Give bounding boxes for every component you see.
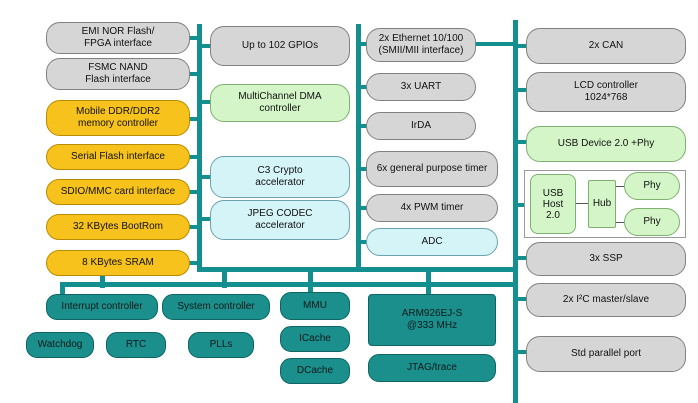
sram-block: 8 KBytes SRAM [46,250,190,276]
bootrom-block: 32 KBytes BootRom [46,214,190,240]
bus-vertical-left [197,24,202,272]
bus-vertical-center [356,24,361,272]
stub-r1 [473,42,517,46]
bus-horizontal-bottom [60,282,518,287]
bus-drop-4 [426,272,431,294]
hub-phy2-link [616,222,624,223]
phy-block-1: Phy [624,172,680,200]
stub-l3 [189,117,201,121]
stub-r8 [517,350,527,354]
plls-block: PLLs [188,332,254,358]
stub-r7 [517,297,527,301]
stub-cl4 [201,217,211,221]
stub-l6 [189,225,201,229]
timer-block: 6x general purpose timer [366,151,498,187]
cpu-block: ARM926EJ-S @333 MHz [368,294,496,346]
stub-cl2 [201,100,211,104]
bus-vertical-right [513,20,518,403]
dcache-block: DCache [280,358,350,384]
stub-r6 [517,256,527,260]
stub-cr5 [360,206,368,210]
ssp-block: 3x SSP [526,242,686,276]
bus-drop-3 [308,272,313,292]
mobile-ddr-block: Mobile DDR/DDR2 memory controller [46,100,190,136]
system-controller-block: System controller [162,294,270,320]
stub-cr4 [360,167,368,171]
bus-drop-2 [222,272,227,288]
rtc-block: RTC [106,332,166,358]
stub-cl3 [201,175,211,179]
stub-r4 [517,140,527,144]
icache-block: ICache [280,326,350,352]
phy-block-2: Phy [624,208,680,236]
ethernet-block: 2x Ethernet 10/100 (SMII/MII interface) [366,28,476,62]
hub-phy1-link [616,186,624,187]
jpeg-block: JPEG CODEC accelerator [210,200,350,240]
usb-host-hub-link [576,203,588,204]
stub-l2 [189,72,201,76]
fsmc-nand-block: FSMC NAND Flash interface [46,58,190,90]
stub-r5 [517,203,527,207]
hub-block: Hub [588,180,616,228]
bus-drop-1 [100,272,105,288]
can-block: 2x CAN [526,28,686,64]
emi-nor-block: EMI NOR Flash/ FPGA interface [46,22,190,54]
stub-l7 [189,261,201,265]
mmu-block: MMU [280,292,350,320]
dma-block: MultiChannel DMA controller [210,84,350,122]
parallel-port-block: Std parallel port [526,336,686,372]
stub-l5 [189,190,201,194]
stub-cl1 [201,44,211,48]
jtag-trace-block: JTAG/trace [368,354,496,382]
irda-block: IrDA [366,112,476,140]
usb-host-block: USB Host 2.0 [530,174,576,234]
i2c-block: 2x I²C master/slave [526,283,686,317]
stub-r2 [517,44,527,48]
interrupt-controller-block: Interrupt controller [46,294,158,320]
pwm-block: 4x PWM timer [366,194,498,222]
serial-flash-block: Serial Flash interface [46,144,190,170]
watchdog-block: Watchdog [26,332,94,358]
uart-block: 3x UART [366,73,476,101]
stub-cr3 [360,124,368,128]
stub-cr6 [360,240,368,244]
stub-cr1 [360,42,368,46]
bus-horizontal-main [197,267,518,272]
bus-drop-5 [60,282,65,296]
usb-device-block: USB Device 2.0 +Phy [526,126,686,162]
stub-l4 [189,155,201,159]
stub-l1 [189,36,201,40]
adc-block: ADC [366,228,498,256]
sdio-mmc-block: SDIO/MMC card interface [46,179,190,205]
stub-cr2 [360,85,368,89]
stub-r3 [517,88,527,92]
crypto-block: C3 Crypto accelerator [210,156,350,198]
gpio-block: Up to 102 GPIOs [210,26,350,66]
lcd-block: LCD controller 1024*768 [526,72,686,112]
